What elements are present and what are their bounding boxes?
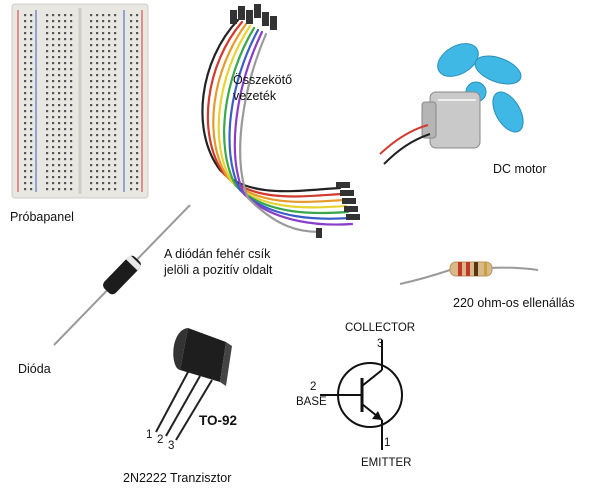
diode-note-line1: A diódán fehér csík — [164, 247, 271, 261]
wires-label-line2: vezeték — [233, 89, 277, 103]
transistor-label: 2N2222 Tranzisztor — [123, 471, 232, 485]
base-label: BASE — [296, 396, 327, 408]
resistor-image — [399, 261, 539, 285]
package-name: TO-92 — [199, 413, 238, 428]
jumper-wires-image — [201, 4, 360, 238]
diode-note-line2: jelöli a pozitív oldalt — [164, 263, 273, 277]
pin-3-label: 3 — [168, 440, 175, 452]
emitter-label: EMITTER — [361, 457, 412, 469]
base-pin: 2 — [310, 381, 317, 393]
transistor-package-image — [155, 328, 232, 441]
wires-label-line1: Összekötő — [233, 73, 293, 87]
breadboard-image — [11, 3, 149, 199]
collector-pin: 3 — [377, 338, 384, 350]
dc-motor-image — [379, 43, 524, 165]
npn-symbol — [320, 340, 403, 450]
breadboard-label: Próbapanel — [10, 210, 74, 224]
pin-1-label: 1 — [146, 429, 153, 441]
motor-label: DC motor — [493, 162, 547, 176]
diode-image — [53, 204, 191, 346]
collector-label: COLLECTOR — [345, 322, 416, 334]
pin-2-label: 2 — [157, 434, 164, 446]
emitter-pin: 1 — [384, 437, 391, 449]
resistor-label: 220 ohm-os ellenállás — [453, 296, 575, 310]
diode-label: Dióda — [18, 362, 51, 376]
